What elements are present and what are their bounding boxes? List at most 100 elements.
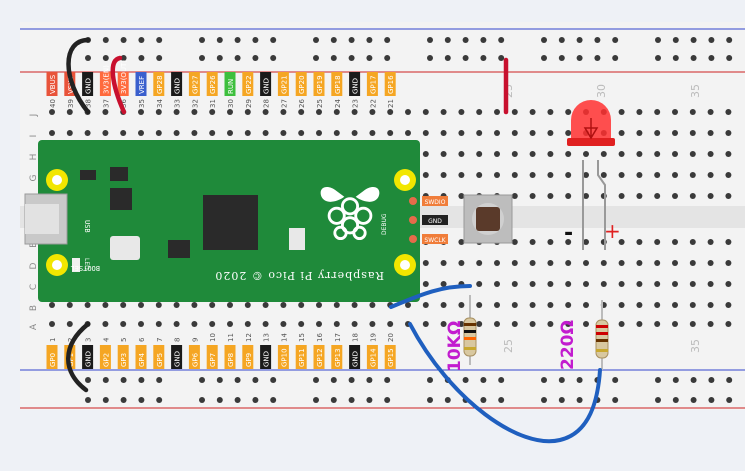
rail-hole [156, 397, 163, 403]
top-pin-tag [206, 72, 218, 96]
hole [565, 321, 572, 327]
rail-hole [541, 37, 547, 43]
bottom-pin-label: GP6 [191, 352, 199, 367]
chip-small [110, 188, 132, 210]
hole [422, 151, 429, 157]
top-pin-tag [224, 72, 236, 96]
hole [529, 281, 536, 287]
rail-hole [708, 377, 715, 383]
hole [316, 109, 322, 115]
top-pin-number: 23 [352, 99, 360, 108]
rail-hole [348, 397, 355, 403]
top-pin-label: 3V3(EN) [102, 65, 110, 94]
hole [600, 281, 607, 287]
hole [422, 302, 429, 308]
row-label: D [29, 262, 39, 269]
rail-hole [690, 397, 697, 403]
rail-hole [444, 55, 451, 61]
hole [725, 109, 732, 115]
top-pin-tag [331, 72, 343, 96]
rail-hole [156, 55, 163, 61]
top-pin-number: 24 [334, 99, 342, 108]
hole [209, 302, 216, 308]
hole [316, 321, 322, 327]
hole [333, 302, 340, 308]
hole [689, 281, 696, 287]
rail-hole [384, 37, 391, 43]
top-pin-label: GND [85, 78, 93, 94]
hole [583, 151, 589, 157]
hole [494, 281, 500, 287]
rail-hole [120, 37, 127, 43]
hole [120, 130, 127, 136]
row-label: E [29, 242, 39, 248]
hole [618, 239, 625, 245]
hole [405, 302, 411, 308]
hole [244, 130, 251, 136]
hole [672, 130, 678, 136]
bottom-pin-number: 18 [352, 333, 360, 342]
hole [458, 239, 465, 245]
hole [476, 260, 483, 266]
rail-hole [366, 55, 373, 61]
bottom-pin-tag [171, 345, 183, 369]
rail-hole [576, 377, 583, 383]
top-pin-tag [366, 72, 378, 96]
rail-hole [558, 55, 565, 61]
hole [262, 302, 269, 308]
hole [298, 321, 305, 327]
rail-hole [216, 55, 223, 61]
hole [654, 321, 661, 327]
hole [565, 109, 572, 115]
rail-hole [199, 37, 205, 43]
hole [725, 193, 732, 199]
hole [49, 321, 55, 327]
bottom-pin-number: 17 [334, 333, 342, 342]
hole [654, 260, 661, 266]
rail-hole [330, 55, 337, 61]
bottom-pin-label: GP9 [245, 353, 253, 367]
rail-hole [102, 55, 109, 61]
bottom-pin-tag [99, 345, 111, 369]
bottom-pin-number: 8 [174, 338, 182, 342]
bottom-pin-label: GP7 [209, 353, 217, 367]
rail-hole [480, 55, 487, 61]
rail-hole [672, 377, 679, 383]
hole [689, 239, 696, 245]
raspberry-logo [320, 187, 380, 241]
hole [654, 193, 661, 199]
rail-hole [672, 55, 679, 61]
bottom-pin-label: GP12 [316, 348, 324, 367]
hole [689, 302, 696, 308]
hole [227, 130, 233, 136]
rail-hole [138, 397, 145, 403]
hole [529, 151, 536, 157]
hole [707, 172, 714, 178]
hole [49, 130, 55, 136]
hole [618, 130, 625, 136]
hole [120, 302, 127, 308]
rail-hole [234, 377, 241, 383]
top-pin-tag [349, 72, 361, 96]
top-pin-number: 34 [156, 99, 164, 108]
hole [316, 130, 322, 136]
hole [654, 302, 661, 308]
rail-hole [498, 377, 505, 383]
hole [583, 239, 589, 245]
hole [351, 302, 358, 308]
rail-hole [156, 37, 163, 43]
hole [654, 151, 661, 157]
top-pin-number: 22 [369, 99, 377, 108]
hole [458, 302, 465, 308]
hole [672, 321, 678, 327]
hole [672, 172, 678, 178]
hole [440, 130, 447, 136]
bottom-pin-tag [260, 345, 272, 369]
hole [405, 109, 411, 115]
hole [494, 321, 500, 327]
rail-hole [313, 397, 319, 403]
debug-pin [409, 235, 417, 243]
push-button [463, 194, 513, 244]
rail-hole [576, 55, 583, 61]
